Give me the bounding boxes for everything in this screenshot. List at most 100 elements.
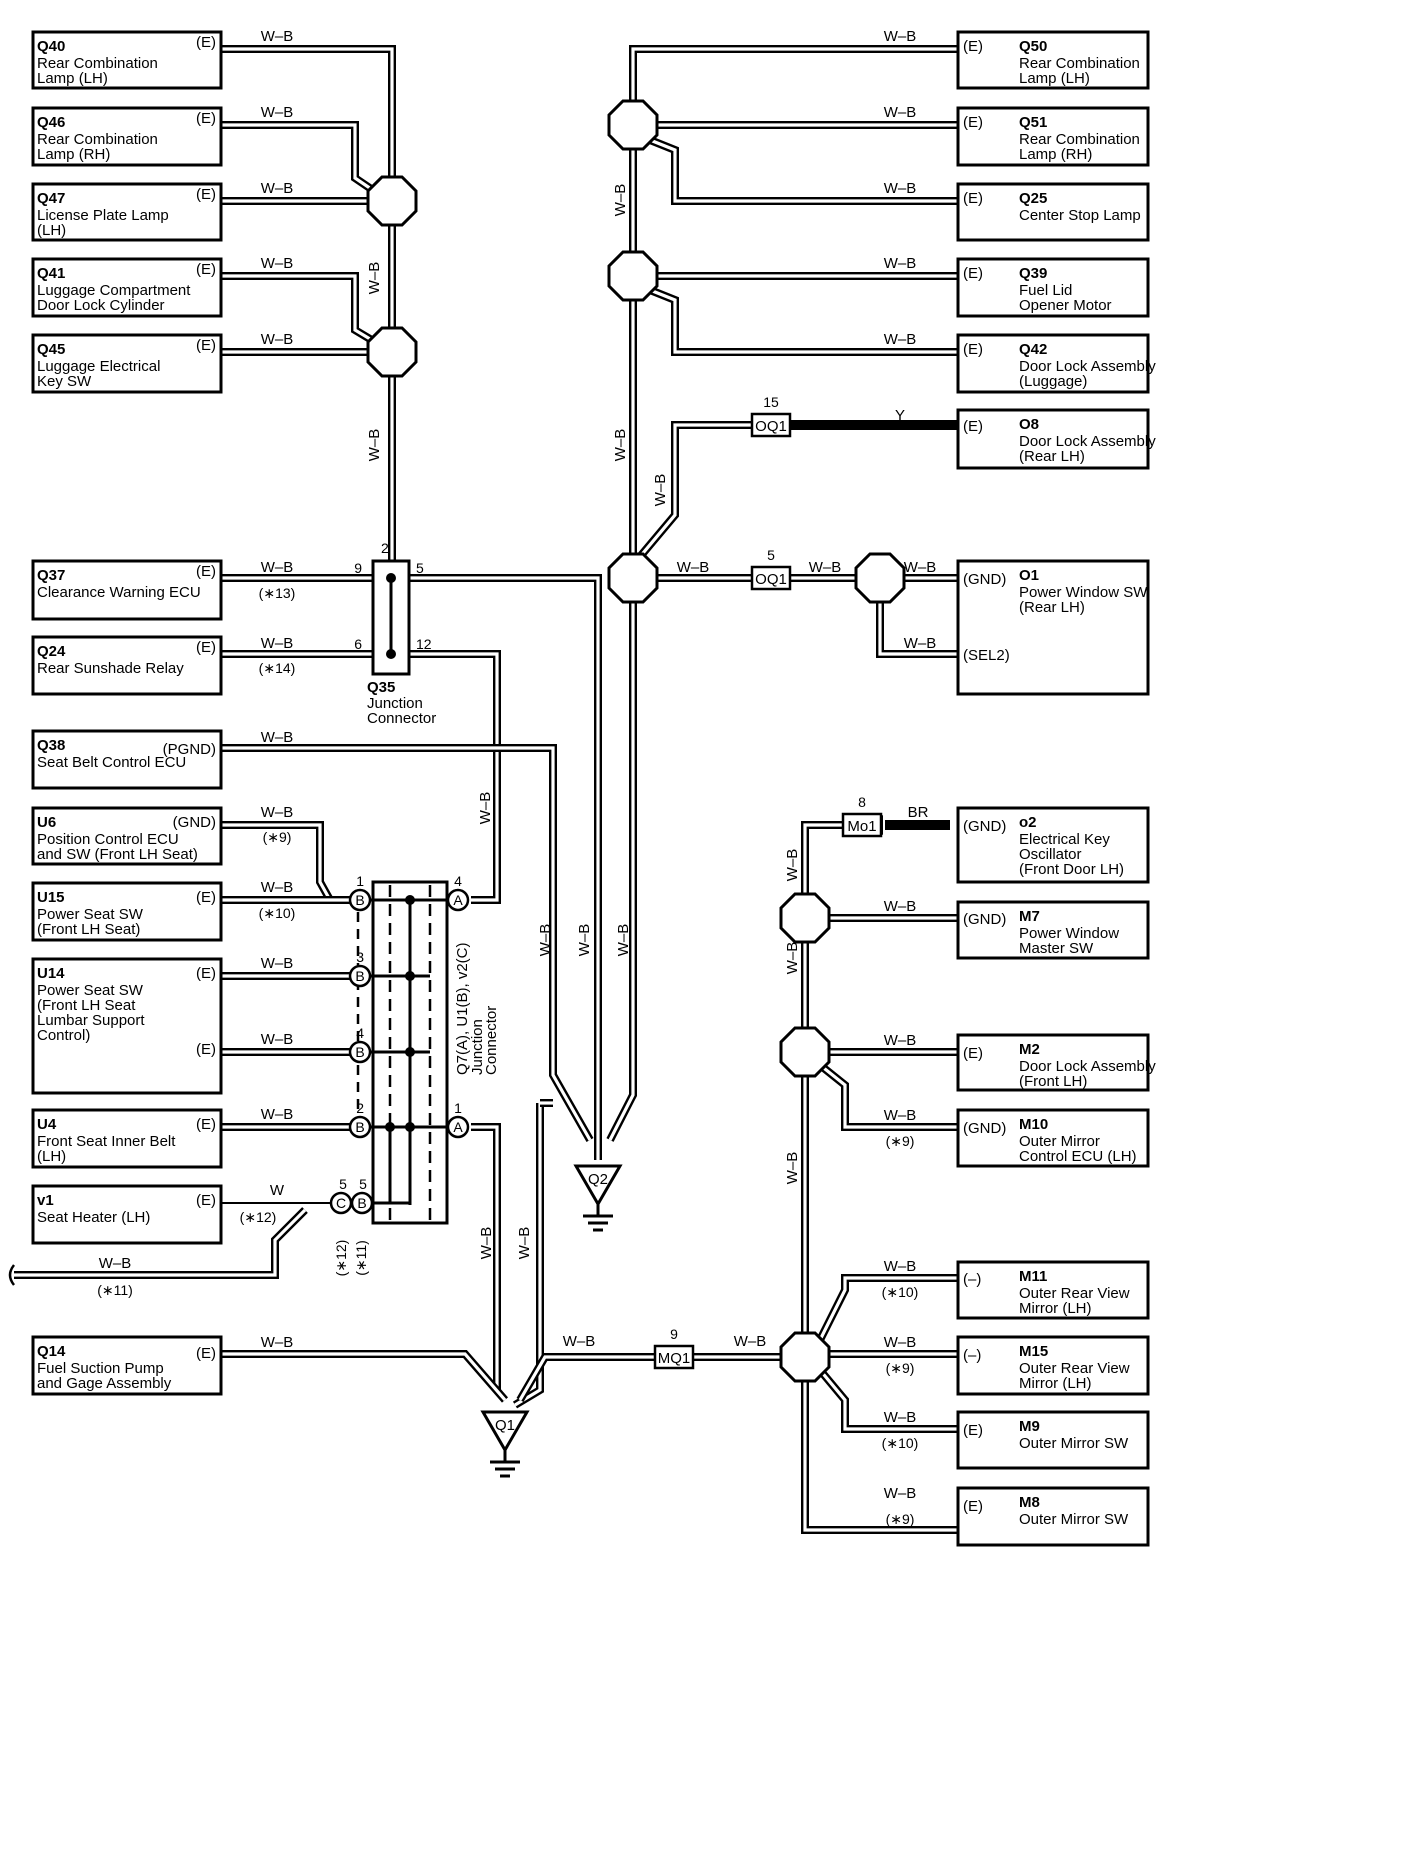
pin-label: (E): [196, 1116, 216, 1133]
wire-color-label: W–B: [261, 1334, 294, 1351]
component-name: Power Seat SW: [37, 906, 144, 923]
component-name: (LH): [37, 1148, 66, 1165]
component-m15: [956, 1335, 1150, 1396]
pin-label: (GND): [963, 911, 1006, 928]
wire-color-label: W–B: [884, 180, 917, 197]
pin-label: (E): [196, 563, 216, 580]
wire-color-label: W–B: [612, 184, 629, 217]
component-o2: [956, 806, 1150, 884]
component-m9: [956, 1410, 1150, 1470]
wire-star11-core: [14, 1208, 307, 1277]
wire-color-label: W–B: [615, 924, 632, 957]
variant-note: (∗12): [333, 1240, 349, 1277]
component-id: O8: [1019, 416, 1039, 433]
component-id: Q38: [37, 737, 65, 754]
wire-color-label: W–B: [261, 635, 294, 652]
variant-note: (∗10): [259, 905, 296, 921]
jc-pin-number: 4: [454, 873, 462, 889]
pin-label: (E): [196, 1192, 216, 1209]
wire-color-label: W–B: [884, 1032, 917, 1049]
jc-label: Q7(A), U1(B), v2(C): [454, 942, 471, 1075]
variant-note: (∗10): [882, 1435, 919, 1451]
pin-label: (E): [963, 1422, 983, 1439]
component-id: M2: [1019, 1041, 1040, 1058]
component-name: (LH): [37, 222, 66, 239]
jc-label: Junction: [469, 1019, 486, 1075]
component-name: Control): [37, 1027, 90, 1044]
component-id: Q39: [1019, 265, 1047, 282]
ground-id: Q1: [495, 1417, 515, 1434]
wire-color-label: W–B: [884, 255, 917, 272]
wire-color-label: W–B: [809, 559, 842, 576]
wire-m11-core: [818, 1276, 958, 1341]
component-name: (Rear LH): [1019, 448, 1085, 465]
component-u4: [31, 1108, 223, 1169]
component-name: License Plate Lamp: [37, 207, 169, 224]
pin-label: (E): [963, 341, 983, 358]
wire-q42-core: [649, 288, 958, 354]
variant-note: (∗9): [886, 1511, 915, 1527]
component-name: Door Lock Assembly: [1019, 358, 1156, 375]
inline-connector-id: OQ1: [755, 418, 787, 435]
pin-letter: B: [355, 968, 364, 984]
wire-q14: [221, 1350, 509, 1403]
splice-5: [607, 552, 659, 604]
wire-color-label: W–B: [477, 792, 494, 825]
junction-dot: [386, 649, 396, 659]
component-o8: [956, 408, 1150, 470]
wire-color-label: W–B: [366, 262, 383, 295]
jc-pin-number: 3: [356, 949, 364, 965]
wire-color-label: W–B: [884, 1258, 917, 1275]
component-name: Lamp (LH): [1019, 70, 1090, 87]
wire-color-label: W–B: [261, 180, 294, 197]
component-id: Q45: [37, 341, 65, 358]
component-id: Q25: [1019, 190, 1047, 207]
junction-dot: [405, 895, 415, 905]
splice-1: [366, 175, 418, 227]
wire-q40-core: [221, 47, 394, 561]
pin-label: (E): [196, 261, 216, 278]
wire-q38-core: [221, 746, 592, 1141]
component-name: (Front LH Seat): [37, 921, 140, 938]
component-name: Mirror (LH): [1019, 1300, 1092, 1317]
pin-label: (E): [196, 34, 216, 51]
component-id: Q40: [37, 38, 65, 55]
component-name: Clearance Warning ECU: [37, 584, 201, 601]
component-name: Seat Belt Control ECU: [37, 754, 186, 771]
component-q39: [956, 257, 1150, 318]
component-q51: [956, 106, 1150, 167]
jc-label: Connector: [483, 1006, 500, 1075]
wire-color-label: W–B: [261, 104, 294, 121]
component-v1: [31, 1184, 223, 1245]
variant-note: (∗12): [240, 1209, 277, 1225]
component-name: Oscillator: [1019, 846, 1082, 863]
wire-color-label: W–B: [884, 1409, 917, 1426]
component-id: Q24: [37, 643, 66, 660]
q35-pin: 2: [381, 540, 389, 556]
wire-color-label: W–B: [261, 1031, 294, 1048]
wire-color-label: W–B: [784, 849, 801, 882]
component-q14: [31, 1335, 223, 1396]
component-name: Outer Mirror: [1019, 1133, 1100, 1150]
wire-color-label: W–B: [677, 559, 710, 576]
wire-color-label: W–B: [261, 331, 294, 348]
component-id: o2: [1019, 814, 1037, 831]
component-id: M10: [1019, 1116, 1048, 1133]
component-id: Q50: [1019, 38, 1047, 55]
wire-q35-5-core: [409, 576, 600, 1160]
component-name: Center Stop Lamp: [1019, 207, 1141, 224]
pin-label: (SEL2): [963, 647, 1010, 664]
component-id: Q37: [37, 567, 65, 584]
q35-pin: 5: [416, 560, 424, 576]
wire-q41-core: [221, 274, 381, 347]
inline-connector-id: MQ1: [658, 1350, 691, 1367]
splice-4: [607, 250, 659, 302]
component-id: U15: [37, 889, 65, 906]
wire-color-label: W–B: [478, 1227, 495, 1260]
ground-symbol: [573, 1164, 623, 1207]
component-name: Outer Mirror SW: [1019, 1435, 1129, 1452]
ground-symbol: [480, 1410, 530, 1453]
q35-name: Junction: [367, 695, 423, 712]
pin-letter: B: [357, 1195, 366, 1211]
wire-color-label: Y: [895, 407, 905, 424]
